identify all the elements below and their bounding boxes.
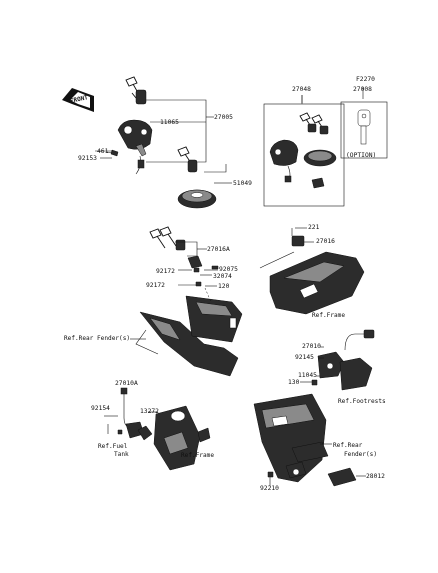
part-92154: 92154	[91, 405, 110, 412]
ignition-key-icon	[125, 76, 147, 105]
fuel-tank-bracket-icon	[153, 405, 211, 471]
part-27008: 27008	[353, 86, 372, 93]
set-box	[263, 103, 345, 207]
part-130: 130	[288, 379, 300, 386]
part-11045: 11045	[298, 372, 317, 379]
part-51049: 51049	[233, 180, 252, 187]
part-11065: 11065	[160, 119, 179, 126]
part-120: 120	[218, 283, 230, 290]
part-92172-b: 92172	[146, 282, 165, 289]
rear-frame-icon	[135, 295, 243, 377]
ignition-switch-icon	[117, 119, 153, 175]
license-lamp-icon	[327, 467, 357, 487]
ref-fuel-tank-1: Ref.Fuel	[98, 443, 128, 450]
ref-rear-fender-2a: Ref.Rear	[333, 442, 363, 449]
part-32074: 32074	[213, 273, 232, 280]
part-27016a: 27016A	[207, 246, 230, 253]
part-27048: 27048	[292, 86, 311, 93]
part-27010a: 27010A	[115, 380, 138, 387]
option-label: (OPTION)	[346, 152, 377, 159]
part-92210: 92210	[260, 485, 279, 492]
part-461: 461	[97, 148, 109, 155]
bolt-icon	[106, 149, 119, 157]
part-221: 221	[308, 224, 320, 231]
part-27016: 27016	[316, 238, 335, 245]
part-28012: 28012	[366, 473, 385, 480]
fuel-switch-icon	[120, 387, 153, 441]
part-27010: 27010	[302, 343, 321, 350]
key-set-icon	[299, 112, 329, 135]
fuel-cap-icon	[177, 189, 217, 209]
ref-rear-fender-2b: Fender(s)	[344, 451, 378, 458]
frame-section-icon	[259, 235, 365, 315]
ref-frame-2: Ref.Frame	[181, 452, 215, 459]
switch-unit-icon	[269, 139, 299, 183]
ref-frame-1: Ref.Frame	[312, 312, 346, 319]
ref-rear-fender-1: Ref.Rear Fender(s)	[64, 335, 131, 342]
part-13272: 13272	[140, 408, 159, 415]
switch-key-icon	[149, 226, 186, 251]
part-92153: 92153	[78, 155, 97, 162]
rear-fender-icon	[253, 393, 329, 483]
seat-lock-key-icon	[177, 146, 198, 173]
part-92145: 92145	[295, 354, 314, 361]
option-key-icon	[357, 109, 371, 145]
part-92172-a: 92172	[156, 268, 175, 275]
footrest-switch-icon	[311, 329, 375, 391]
cap-unit-icon	[303, 149, 337, 189]
option-box	[340, 101, 388, 159]
option-part-no: F2270	[356, 76, 375, 83]
part-27005: 27005	[214, 114, 233, 121]
switch-body-icon	[187, 255, 203, 269]
ref-fuel-tank-2: Tank	[114, 451, 129, 458]
ref-footrests: Ref.Footrests	[338, 398, 386, 405]
part-92075: 92075	[219, 266, 238, 273]
front-arrow-icon	[62, 88, 94, 112]
